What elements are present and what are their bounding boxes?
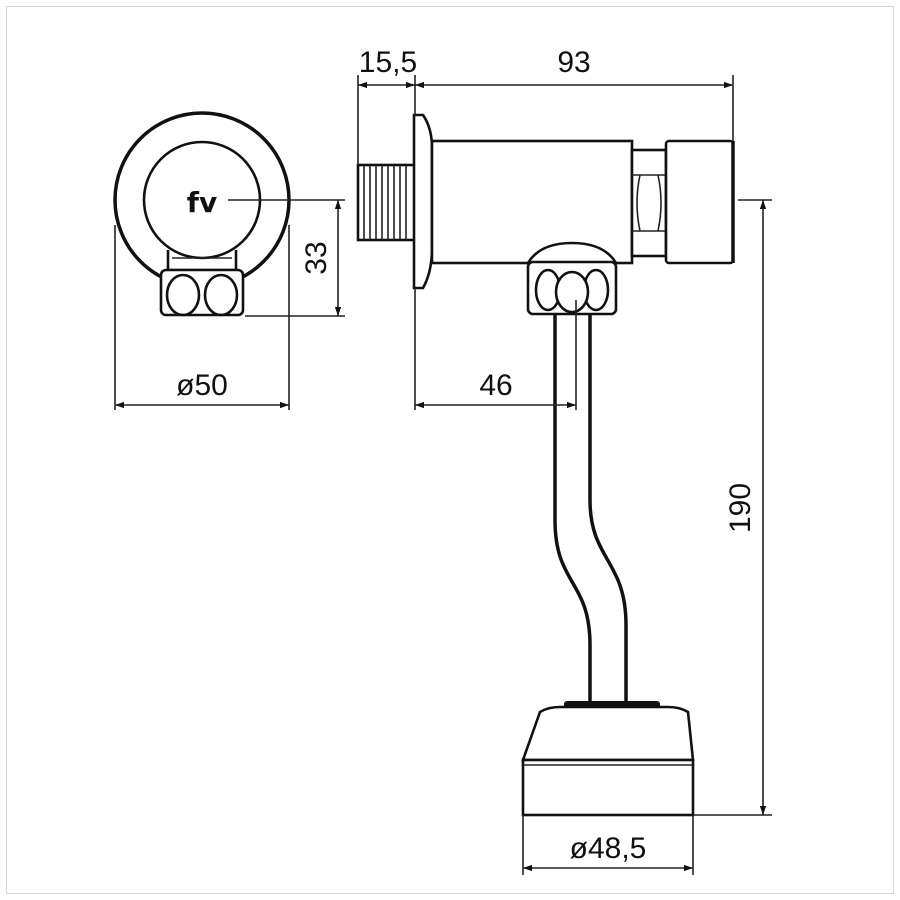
front-view: fv: [113, 111, 291, 317]
front-diameter-label: ø50: [176, 369, 228, 402]
spreader-diameter-label: ø48,5: [570, 832, 647, 865]
front-outlet-block: [159, 268, 245, 317]
side-view: [356, 113, 735, 817]
push-button-cap: [664, 139, 735, 265]
front-outlet-left: [165, 273, 201, 317]
outlet-offset-label: 46: [479, 369, 512, 402]
pipe-left-edge: [553, 314, 592, 708]
body-length-label: 93: [557, 46, 590, 79]
total-height-label: 190: [724, 483, 757, 533]
wall-flange: [412, 113, 434, 290]
pipe-right-edge: [588, 314, 628, 708]
thread-lines: [363, 165, 407, 240]
valve-body: [430, 139, 634, 265]
outlet-elbow-dome: [525, 241, 619, 265]
flange-thickness-label: 15,5: [359, 46, 417, 79]
spreader-base: [521, 758, 695, 817]
side-dimensions: 15,5 93 46 190 ø48,5: [357, 46, 772, 875]
brand-logo: fv: [187, 186, 217, 219]
spreader-top: [521, 705, 695, 762]
outlet-elbow-center: [554, 270, 590, 314]
front-outlet-right: [203, 273, 239, 317]
front-height-label: 33: [300, 241, 333, 274]
front-dimensions: ø50 33: [114, 199, 345, 410]
